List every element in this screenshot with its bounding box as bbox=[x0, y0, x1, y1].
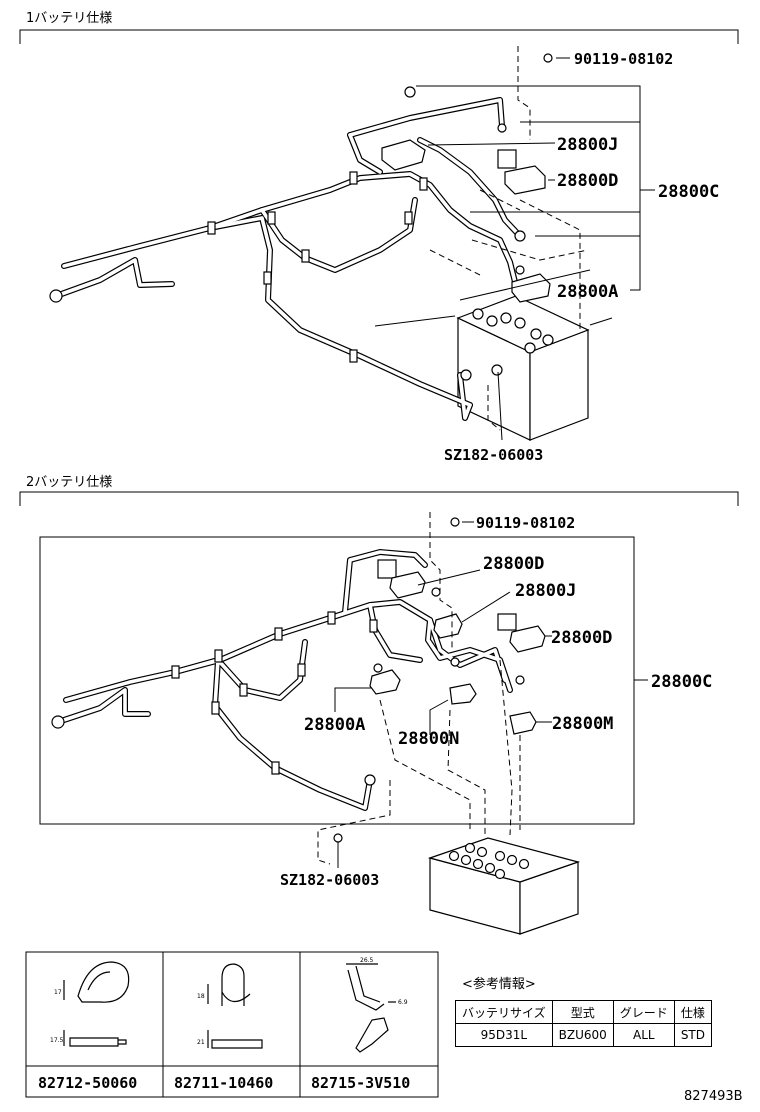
clamp-3-dim-a: 26.5 bbox=[360, 957, 374, 964]
info-header-size: バッテリサイズ bbox=[455, 1000, 553, 1024]
label-28800d-1: 28800D bbox=[557, 171, 618, 191]
label-28800m-2: 28800M bbox=[552, 714, 613, 734]
info-cell-grade: ALL bbox=[612, 1023, 675, 1047]
info-header-model: 型式 bbox=[551, 1000, 614, 1024]
label-28800a-1: 28800A bbox=[557, 282, 618, 302]
clamp-2-part: 82711-10460 bbox=[174, 1074, 273, 1092]
clamp-table bbox=[25, 951, 439, 1098]
figure-number: 827493B bbox=[684, 1089, 743, 1104]
label-sz-2: SZ182-06003 bbox=[280, 871, 379, 889]
battery-2 bbox=[427, 837, 581, 935]
clamp-1-icon bbox=[63, 961, 130, 1047]
label-bolt-1: 90119-08102 bbox=[574, 50, 673, 68]
harness-1 bbox=[53, 97, 523, 421]
harness-2 bbox=[55, 549, 513, 811]
info-header-spec: 仕様 bbox=[673, 1000, 713, 1024]
label-28800d-2b: 28800D bbox=[551, 628, 612, 648]
label-28800n-2: 28800N bbox=[398, 729, 459, 749]
info-cell-size: 95D31L bbox=[455, 1023, 553, 1047]
label-28800a-2: 28800A bbox=[304, 715, 365, 735]
label-28800j-2: 28800J bbox=[515, 581, 576, 601]
clamp-3-part: 82715-3V510 bbox=[311, 1074, 410, 1092]
clamp-3-icon bbox=[346, 963, 396, 1053]
clamp-2-dim-a: 18 bbox=[197, 993, 205, 1000]
section1-title: 1バッテリ仕様 bbox=[26, 11, 112, 26]
info-cell-model: BZU600 bbox=[551, 1023, 614, 1047]
clamp-2-dim-b: 21 bbox=[197, 1039, 205, 1046]
clamp-1-part: 82712-50060 bbox=[38, 1074, 137, 1092]
label-28800j-1: 28800J bbox=[557, 135, 618, 155]
clamp-1-dim-b: 17.5 bbox=[50, 1037, 64, 1044]
label-bolt-2: 90119-08102 bbox=[476, 514, 575, 532]
clamp-1-dim-a: 17 bbox=[54, 989, 62, 996]
info-cell-spec: STD bbox=[673, 1023, 713, 1047]
clamp-3-dim-b: 6.9 bbox=[398, 999, 408, 1006]
info-title: <参考情報> bbox=[462, 976, 536, 992]
clamp-2-icon bbox=[207, 963, 263, 1049]
reference-info-table: バッテリサイズ 型式 グレード 仕様 95D31L BZU600 ALL STD bbox=[455, 1000, 713, 1047]
label-sz-1: SZ182-06003 bbox=[444, 446, 543, 464]
section2-title: 2バッテリ仕様 bbox=[26, 475, 112, 490]
label-28800c-2: 28800C bbox=[651, 672, 712, 692]
battery-1 bbox=[456, 295, 590, 441]
info-header-grade: グレード bbox=[612, 1000, 675, 1024]
label-28800d-2a: 28800D bbox=[483, 554, 544, 574]
label-28800c-1: 28800C bbox=[658, 182, 719, 202]
